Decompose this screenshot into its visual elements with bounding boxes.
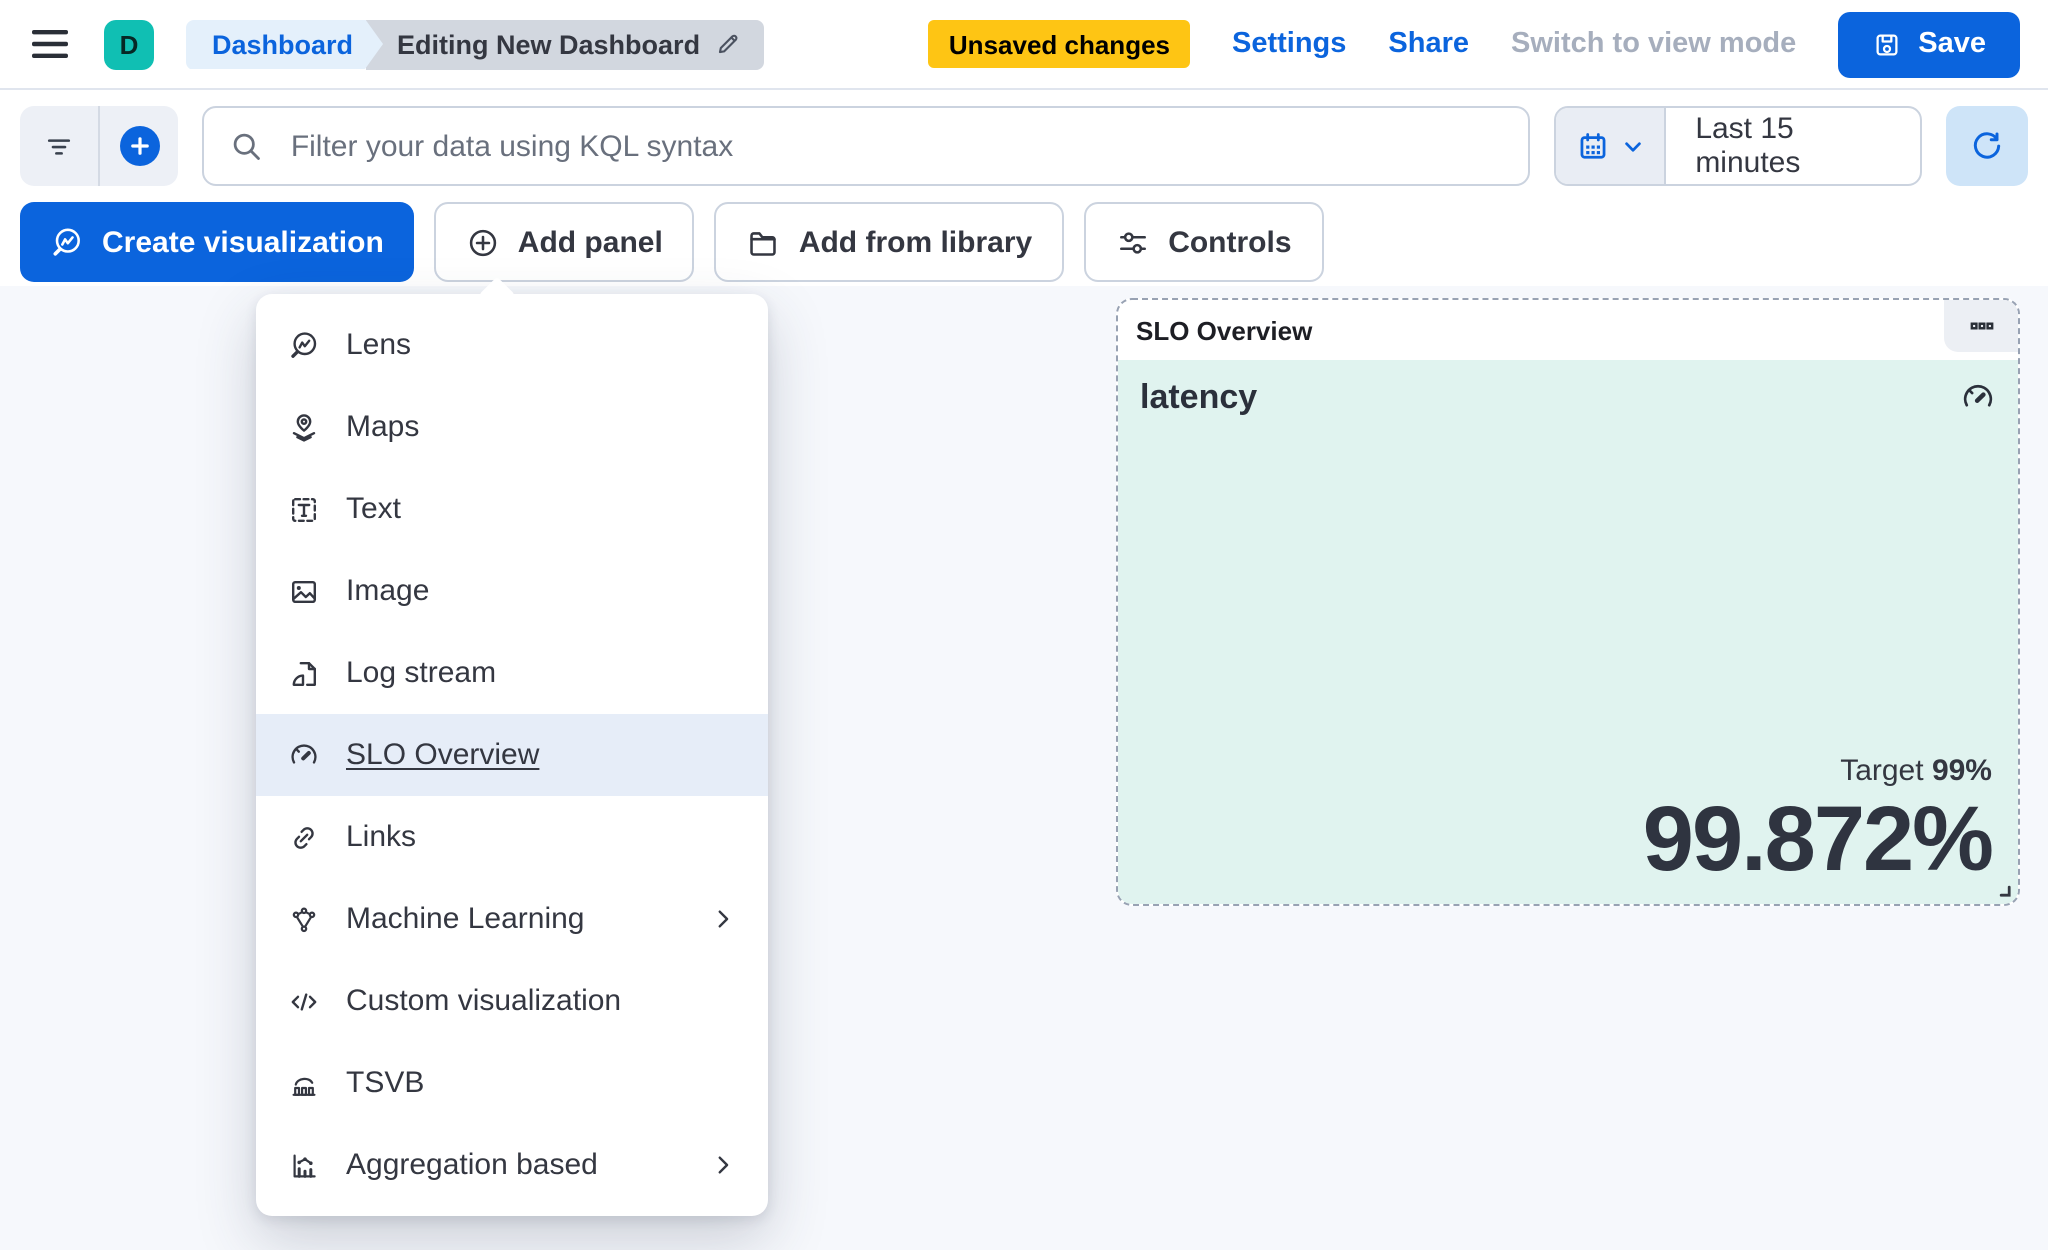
chevron-right-icon bbox=[710, 1152, 736, 1178]
slo-target-line: Target 99% bbox=[1643, 754, 1992, 788]
menu-item-lens[interactable]: Lens bbox=[256, 304, 768, 386]
slo-metric-title: latency bbox=[1140, 378, 1258, 416]
controls-button[interactable]: Controls bbox=[1084, 202, 1324, 282]
plus-circle-icon bbox=[466, 225, 500, 259]
slo-target-value: 99% bbox=[1931, 754, 1992, 789]
slo-overview-panel[interactable]: SLO Overview latency Target 99% bbox=[1116, 298, 2020, 906]
save-button[interactable]: Save bbox=[1838, 11, 2020, 77]
menu-item-label: TSVB bbox=[346, 1066, 425, 1100]
header-bar: D Dashboard Editing New Dashboard Unsave… bbox=[0, 0, 2048, 90]
share-link[interactable]: Share bbox=[1388, 28, 1470, 60]
menu-item-tsvb[interactable]: TSVB bbox=[256, 1042, 768, 1124]
breadcrumb-dashboard[interactable]: Dashboard bbox=[186, 19, 383, 69]
add-panel-button[interactable]: Add panel bbox=[433, 202, 695, 282]
slo-metric-values: Target 99% 99.872% bbox=[1642, 754, 1994, 891]
code-icon bbox=[288, 985, 320, 1017]
sliders-icon bbox=[1116, 225, 1150, 259]
panel-options-button[interactable] bbox=[1944, 300, 2018, 352]
menu-item-text[interactable]: Text bbox=[256, 468, 768, 550]
refresh-icon bbox=[1970, 129, 2004, 163]
slo-value: 99.872% bbox=[1642, 786, 1994, 891]
plus-circle-filled-icon bbox=[119, 126, 160, 166]
folder-icon bbox=[747, 225, 781, 259]
date-picker-button[interactable] bbox=[1555, 108, 1666, 184]
menu-item-label: Machine Learning bbox=[346, 902, 585, 936]
kql-search-box bbox=[202, 106, 1530, 186]
slo-target-label: Target bbox=[1840, 754, 1924, 789]
menu-item-label: Image bbox=[346, 574, 430, 608]
lens-icon bbox=[50, 225, 84, 259]
breadcrumb-current[interactable]: Editing New Dashboard bbox=[365, 19, 765, 69]
dashboard-toolbar: Create visualization Add panel Add from … bbox=[0, 202, 2048, 286]
menu-item-aggregation-based[interactable]: Aggregation based bbox=[256, 1124, 768, 1206]
filter-icon[interactable] bbox=[20, 106, 98, 186]
settings-link[interactable]: Settings bbox=[1232, 28, 1347, 60]
machine-learning-icon bbox=[288, 903, 320, 935]
menu-item-image[interactable]: Image bbox=[256, 550, 768, 632]
add-from-library-button[interactable]: Add from library bbox=[714, 202, 1065, 282]
create-visualization-button[interactable]: Create visualization bbox=[20, 202, 414, 282]
tsvb-icon bbox=[288, 1067, 320, 1099]
menu-item-log-stream[interactable]: Log stream bbox=[256, 632, 768, 714]
panel-title: SLO Overview bbox=[1136, 315, 1313, 345]
boxes-horizontal-icon bbox=[1967, 312, 1995, 340]
menu-item-maps[interactable]: Maps bbox=[256, 386, 768, 468]
save-button-label: Save bbox=[1918, 28, 1986, 60]
header-actions: Unsaved changes Settings Share Switch to… bbox=[928, 11, 2020, 77]
time-range-value[interactable]: Last 15 minutes bbox=[1695, 112, 1801, 180]
menu-item-links[interactable]: Links bbox=[256, 796, 768, 878]
add-from-library-label: Add from library bbox=[798, 225, 1033, 259]
controls-label: Controls bbox=[1168, 225, 1292, 259]
chevron-right-icon bbox=[710, 906, 736, 932]
menu-item-label: Aggregation based bbox=[346, 1148, 598, 1182]
chevron-down-icon bbox=[1621, 135, 1643, 157]
menu-item-slo-overview[interactable]: SLO Overview bbox=[256, 714, 768, 796]
create-visualization-label: Create visualization bbox=[102, 225, 384, 259]
menu-item-custom-visualization[interactable]: Custom visualization bbox=[256, 960, 768, 1042]
menu-item-machine-learning[interactable]: Machine Learning bbox=[256, 878, 768, 960]
breadcrumb-current-label: Editing New Dashboard bbox=[397, 29, 701, 59]
image-icon bbox=[288, 575, 320, 607]
search-icon bbox=[231, 129, 265, 163]
menu-item-label: Lens bbox=[346, 328, 412, 362]
menu-item-label: SLO Overview bbox=[346, 738, 540, 772]
refresh-button[interactable] bbox=[1946, 106, 2028, 186]
avatar[interactable]: D bbox=[104, 19, 154, 69]
menu-item-label: Custom visualization bbox=[346, 984, 622, 1018]
resize-handle-icon[interactable] bbox=[1992, 878, 2012, 898]
unsaved-changes-badge: Unsaved changes bbox=[928, 20, 1190, 68]
filter-controls-group bbox=[20, 106, 179, 186]
link-icon bbox=[288, 821, 320, 853]
pencil-icon bbox=[714, 30, 742, 58]
text-icon bbox=[288, 493, 320, 525]
slo-metric-body: latency Target 99% 99.872% bbox=[1118, 360, 2018, 904]
menu-item-label: Links bbox=[346, 820, 417, 854]
log-stream-icon bbox=[288, 657, 320, 689]
menu-item-label: Text bbox=[346, 492, 402, 526]
maps-icon bbox=[288, 411, 320, 443]
save-icon bbox=[1872, 29, 1902, 59]
switch-view-mode-link[interactable]: Switch to view mode bbox=[1511, 28, 1797, 60]
aggregation-icon bbox=[288, 1149, 320, 1181]
kql-search-input[interactable] bbox=[286, 127, 1502, 165]
time-picker: Last 15 minutes bbox=[1553, 106, 1923, 186]
add-filter-button[interactable] bbox=[98, 106, 178, 186]
filter-bar: Last 15 minutes bbox=[0, 90, 2048, 202]
hamburger-menu-icon[interactable] bbox=[32, 30, 68, 58]
breadcrumb: Dashboard Editing New Dashboard bbox=[186, 19, 765, 69]
dashboard-canvas: Lens Maps Text Image bbox=[0, 276, 2048, 1250]
gauge-icon bbox=[288, 739, 320, 771]
gauge-icon bbox=[1960, 380, 1996, 416]
add-panel-menu: Lens Maps Text Image bbox=[256, 276, 768, 1216]
menu-item-label: Log stream bbox=[346, 656, 497, 690]
calendar-icon bbox=[1575, 129, 1609, 163]
add-panel-label: Add panel bbox=[517, 225, 663, 259]
panel-header: SLO Overview bbox=[1118, 300, 2018, 360]
menu-item-label: Maps bbox=[346, 410, 420, 444]
lens-icon bbox=[288, 329, 320, 361]
